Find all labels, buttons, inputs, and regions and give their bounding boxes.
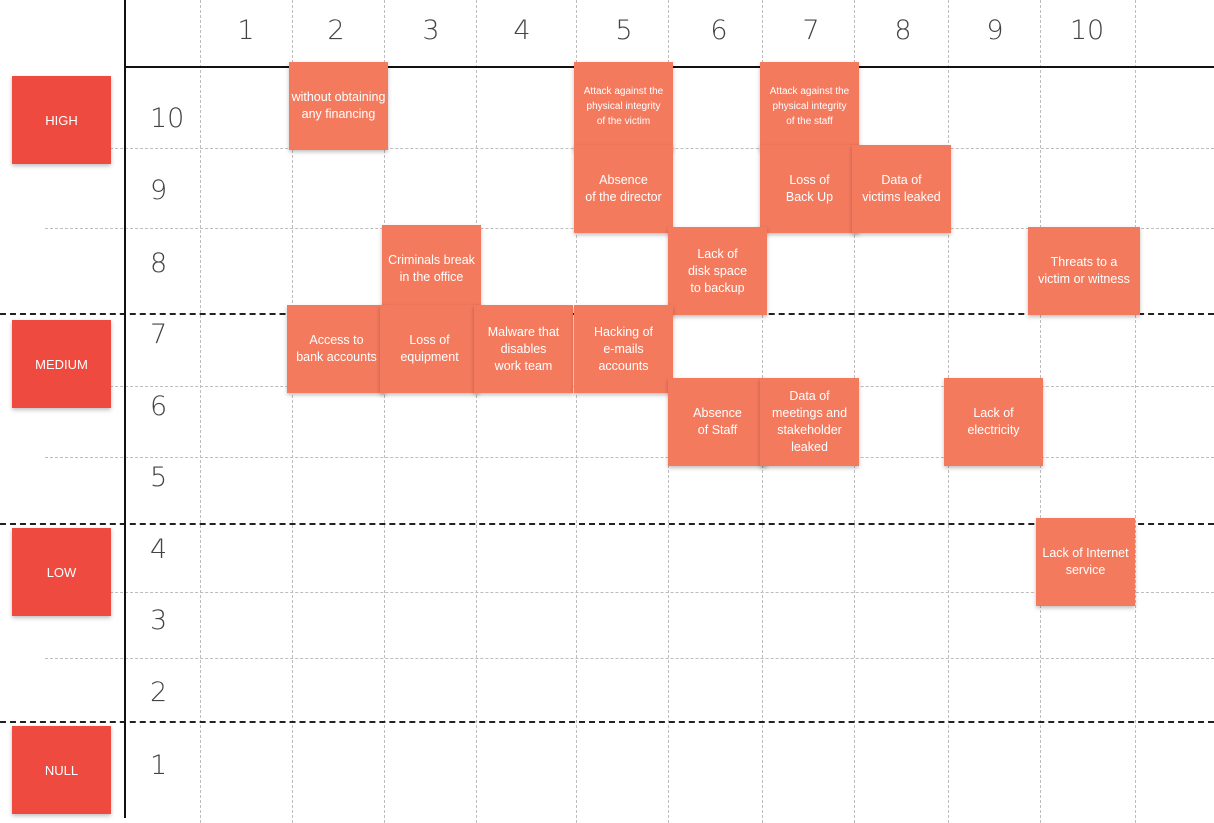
column-header: 5 [615,15,633,46]
grid-line [476,0,477,823]
sticky-note[interactable]: Criminals break in the office [382,225,481,313]
row-header: 7 [150,319,168,350]
row-header: 9 [150,175,168,206]
sticky-note[interactable]: Absence of Staff [668,378,767,466]
sticky-note[interactable]: Lack of Internet service [1036,518,1135,606]
row-header: 6 [150,391,168,422]
column-header: 4 [513,15,531,46]
level-separator [0,523,1214,525]
column-header: 6 [710,15,728,46]
sticky-note[interactable]: Attack against the physical integrity of… [574,62,673,150]
grid-line [292,0,293,823]
sticky-note[interactable]: without obtaining any financing [289,62,388,150]
row-header: 4 [150,534,168,565]
sticky-note[interactable]: Malware that disables work team [474,305,573,393]
sticky-note[interactable]: Absence of the director [574,145,673,233]
column-header: 2 [327,15,345,46]
grid-line [1135,0,1136,823]
column-header: 10 [1069,15,1105,46]
level-badge-null: NULL [12,726,111,814]
level-badge-medium: MEDIUM [12,320,111,408]
column-header: 8 [894,15,912,46]
row-header: 1 [150,750,168,781]
sticky-note[interactable]: Data of victims leaked [852,145,951,233]
sticky-note[interactable]: Loss of Back Up [760,145,859,233]
sticky-note[interactable]: Lack of disk space to backup [668,227,767,315]
row-header: 8 [150,248,168,279]
column-header: 1 [237,15,255,46]
row-header: 10 [150,103,185,134]
vertical-axis [124,0,126,818]
column-header: 9 [986,15,1004,46]
sticky-note[interactable]: Attack against the physical integrity of… [760,62,859,150]
sticky-note[interactable]: Access to bank accounts [287,305,386,393]
grid-line [45,658,1214,659]
grid-line [576,0,577,823]
grid-line [45,592,1214,593]
sticky-note[interactable]: Lack of electricity [944,378,1043,466]
level-badge-low: LOW [12,528,111,616]
sticky-note[interactable]: Data of meetings and stakeholder leaked [760,378,859,466]
grid-line [200,0,201,823]
row-header: 2 [150,677,168,708]
sticky-note[interactable]: Hacking of e-mails accounts [574,305,673,393]
row-header: 3 [150,605,168,636]
sticky-note[interactable]: Threats to a victim or witness [1028,227,1140,315]
sticky-note[interactable]: Loss of equipment [380,305,479,393]
level-separator [0,721,1214,723]
level-badge-high: HIGH [12,76,111,164]
column-header: 3 [422,15,440,46]
grid-line [45,457,1214,458]
grid-line [384,0,385,823]
row-header: 5 [150,462,168,493]
column-header: 7 [802,15,820,46]
